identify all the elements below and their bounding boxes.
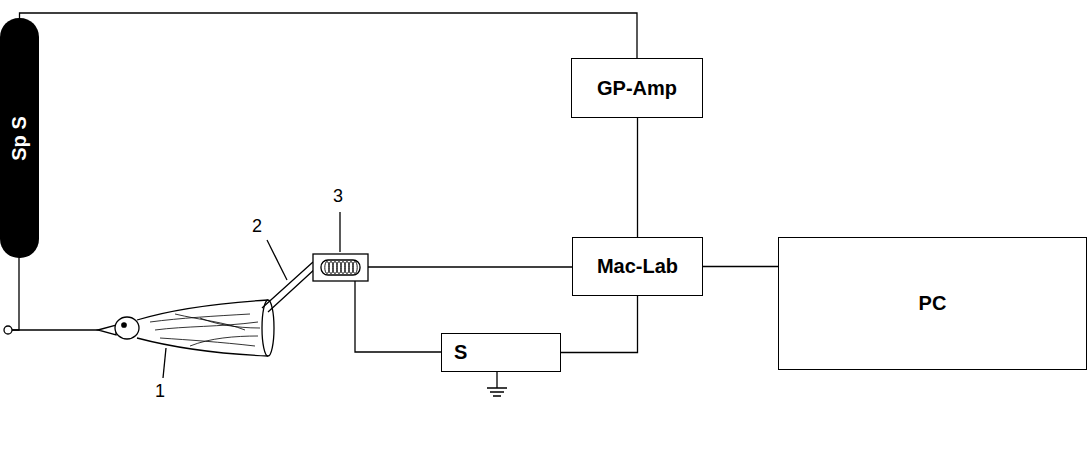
callout-number: 1	[155, 381, 165, 402]
node-label: Sp S	[8, 116, 31, 160]
wire	[637, 118, 638, 237]
callout-number: 2	[252, 216, 262, 237]
wire	[20, 13, 638, 58]
amplifier-box: GP-Amp	[571, 58, 703, 118]
stimulator-box: S	[441, 333, 561, 372]
mac-lab-box: Mac-Lab	[572, 237, 703, 296]
wire	[703, 266, 778, 267]
leader-line	[267, 240, 287, 280]
electrode	[262, 262, 316, 312]
bird-drawing	[98, 300, 274, 356]
wire	[561, 296, 638, 353]
wire	[368, 266, 572, 267]
leader-line	[163, 348, 166, 378]
coil-symbol	[325, 262, 357, 274]
node-label: GP-Amp	[597, 77, 677, 100]
callout-number: 3	[333, 186, 343, 207]
transducer-box	[313, 254, 368, 281]
wire	[355, 281, 441, 352]
node-label: S	[454, 341, 467, 364]
wire	[12, 258, 19, 330]
node-label: Mac-Lab	[597, 255, 678, 278]
sp-s-box: Sp S	[0, 18, 39, 258]
node-label: PC	[919, 292, 947, 315]
terminal	[4, 326, 12, 334]
coil-housing	[321, 260, 360, 275]
ground-symbol	[487, 372, 507, 396]
wire	[12, 329, 100, 330]
leader-line	[339, 212, 340, 252]
pc-box: PC	[778, 237, 1087, 370]
